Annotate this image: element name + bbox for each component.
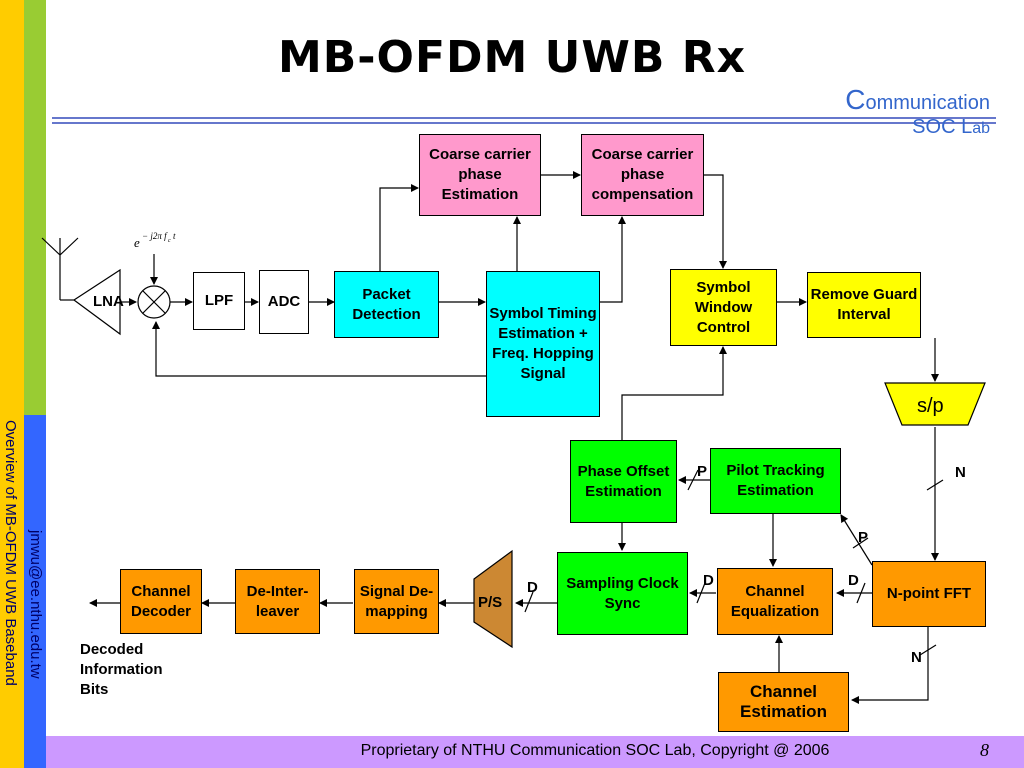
svg-text:− j2π f: − j2π f	[142, 231, 168, 241]
footer-text: Proprietary of NTHU Communication SOC La…	[360, 742, 830, 759]
symbol-timing-block: Symbol Timing Estimation + Freq. Hopping…	[486, 271, 600, 417]
title-rule-bottom	[52, 122, 996, 124]
svg-text:t: t	[173, 231, 176, 241]
adc-block: ADC	[259, 270, 309, 334]
sampling-clock-sync-block: Sampling Clock Sync	[557, 552, 688, 635]
sidebar-green-bar	[24, 0, 46, 415]
label-d-fft: D	[848, 572, 859, 589]
title-rule-top	[52, 117, 996, 119]
label-p-pilot: P	[697, 463, 708, 480]
fft-block: N-point FFT	[872, 561, 986, 627]
sp-converter	[884, 382, 986, 426]
lpf-block: LPF	[193, 272, 245, 330]
remove-guard-interval-block: Remove Guard Interval	[807, 272, 921, 338]
sidebar-email: jmwu@ee.nthu.edu.tw	[27, 530, 44, 679]
logo-letter-c: C	[845, 84, 866, 115]
logo-line2: SOC L	[912, 116, 973, 138]
pilot-tracking-block: Pilot Tracking Estimation	[710, 448, 841, 514]
channel-equalization-block: Channel Equalization	[717, 568, 833, 635]
logo-line1: ommunication	[865, 92, 990, 114]
sidebar-title: Overview of MB-OFDM UWB Baseband	[2, 420, 19, 686]
sidebar-blue-bar	[24, 415, 46, 768]
sidebar-yellow-bar	[0, 0, 24, 768]
packet-detection-block: Packet Detection	[334, 271, 439, 338]
channel-estimation-block: Channel Estimation	[718, 672, 849, 732]
ps-label: P/S	[478, 594, 503, 611]
coarse-phase-compensation-block: Coarse carrier phase compensation	[581, 134, 704, 216]
slide-title: MB-OFDM UWB Rx	[277, 32, 747, 83]
phase-offset-estimation-block: Phase Offset Estimation	[570, 440, 677, 523]
label-n-sp: N	[955, 464, 966, 481]
symbol-window-control-block: Symbol Window Control	[670, 269, 777, 346]
lab-logo: Communication SOC Lab	[845, 86, 990, 141]
signal-demapping-block: Signal De-mapping	[354, 569, 439, 634]
sp-label: s/p	[917, 395, 944, 417]
label-d-sampling: D	[527, 579, 538, 596]
svg-text:c: c	[168, 238, 171, 244]
page-number: 8	[980, 740, 989, 760]
label-p-fft: P	[858, 529, 869, 546]
mixer-icon	[137, 285, 171, 319]
decoded-bits-label: Decoded Information Bits	[80, 641, 163, 698]
antenna-icon	[41, 237, 79, 301]
label-d-equalization: D	[703, 572, 714, 589]
label-n-estimation: N	[911, 649, 922, 666]
lo-expression: e	[134, 235, 140, 250]
ps-converter	[473, 549, 513, 649]
lna-label: LNA	[93, 293, 124, 310]
channel-decoder-block: Channel Decoder	[120, 569, 202, 634]
footer-band	[46, 736, 1024, 768]
logo-line2-end: ab	[972, 120, 990, 137]
coarse-phase-estimation-block: Coarse carrier phase Estimation	[419, 134, 541, 216]
deinterleaver-block: De-Inter-leaver	[235, 569, 320, 634]
